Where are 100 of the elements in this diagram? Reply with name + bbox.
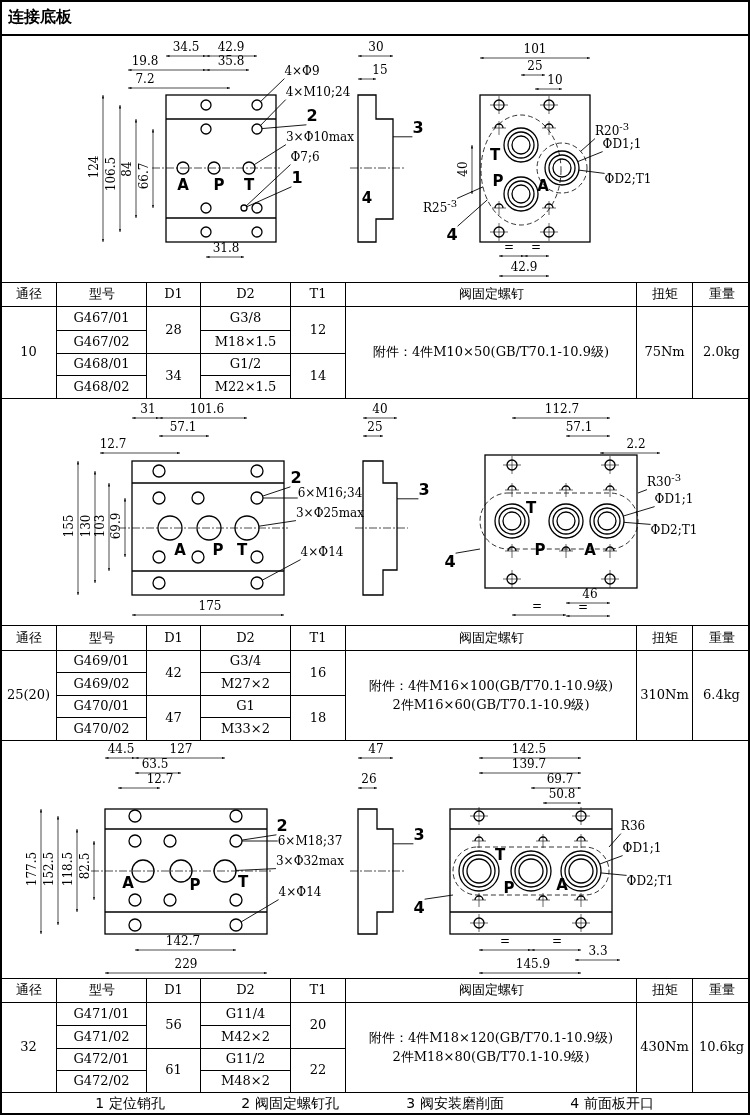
leader-line	[235, 868, 277, 871]
port-letter: P	[503, 879, 515, 897]
leader-line	[457, 199, 488, 227]
leader-line	[455, 548, 481, 554]
key-entry: 1 定位销孔	[95, 1096, 165, 1112]
port-letter: A	[122, 874, 134, 892]
port-letter: A	[584, 541, 596, 559]
leader-line	[396, 498, 419, 500]
key-entry: 4 前面板开口	[570, 1096, 654, 1112]
dimension-value: 229	[174, 958, 198, 972]
dimension-value: 124	[88, 155, 102, 179]
dimension-value: =	[577, 601, 589, 615]
spec-note: ΦD1;1	[654, 493, 694, 507]
dimension-value: 101	[523, 43, 547, 57]
leader-line	[240, 899, 280, 923]
leader-line	[392, 136, 413, 138]
port-letter: T	[243, 176, 255, 194]
spec-note: 4×M10;24	[285, 86, 351, 100]
spec-note: ΦD2;T1	[650, 524, 698, 538]
callout-number: 2	[276, 817, 288, 835]
port-letter: P	[492, 172, 504, 190]
spec-note: R25$^{-3}$	[422, 198, 458, 216]
spec-note: ΦD2;T1	[604, 173, 652, 187]
side-profile	[362, 460, 398, 596]
spec-note: R36	[620, 820, 646, 834]
leader-line	[258, 520, 297, 527]
threaded-hole	[229, 834, 243, 848]
dimension-value: 175	[198, 600, 222, 614]
dimension-value: 44.5	[107, 743, 135, 757]
callout-number: 2	[306, 107, 318, 125]
dimension-value: 130	[80, 514, 94, 538]
leader-line	[261, 559, 302, 581]
port-letter: P	[212, 541, 224, 559]
opening-outline	[480, 114, 562, 226]
leader-line	[577, 151, 604, 163]
dimension-value: 2.2	[626, 438, 646, 452]
dimension-value: 15	[372, 64, 388, 78]
spec-note: 6×M16;34	[297, 487, 363, 501]
port-letter: P	[534, 541, 546, 559]
dimension-value: 84	[121, 161, 135, 177]
dimension-value: 142.5	[511, 743, 547, 757]
opening-outline	[452, 846, 610, 896]
dimension-value: 35.8	[217, 55, 245, 69]
mounting-hole	[250, 576, 264, 590]
dimension-value: =	[499, 935, 511, 949]
dimension-value: 26	[361, 773, 377, 787]
port-letter: T	[489, 146, 501, 164]
port-hole	[234, 515, 260, 541]
callout-number: 3	[413, 826, 425, 844]
mounting-hole	[229, 918, 243, 932]
title: 连接底板	[8, 8, 72, 26]
side-profile	[357, 808, 394, 935]
leader-line	[456, 186, 484, 199]
port-letter: T	[494, 846, 506, 864]
dimension-value: 177.5	[26, 851, 40, 887]
port-letter: P	[189, 876, 201, 894]
dimension-value: 101.6	[189, 403, 225, 417]
callout-number: 4	[413, 899, 425, 917]
spec-note: ΦD1;1	[602, 138, 642, 152]
port-hole	[242, 161, 256, 175]
leader-line	[245, 164, 291, 207]
port-letter: A	[174, 541, 186, 559]
dimension-value: 63.5	[141, 758, 169, 772]
dimension-value: 47	[368, 743, 384, 757]
port-ring	[589, 503, 625, 539]
leader-line	[392, 843, 414, 845]
threaded-hole	[250, 491, 264, 505]
pin-hole	[240, 204, 248, 212]
leader-line	[600, 872, 628, 876]
port-letter: A	[177, 176, 189, 194]
dimension-value: 10	[547, 74, 563, 88]
dimension-value: =	[530, 241, 542, 255]
leader-line	[580, 138, 596, 152]
port-letter: T	[525, 499, 537, 517]
key-entry: 3 阀安装磨削面	[406, 1096, 504, 1112]
dimension-value: 19.8	[131, 55, 159, 69]
spec-note: R30$^{-3}$	[646, 472, 682, 490]
leader-line	[241, 840, 279, 842]
dimension-value: 3.3	[588, 945, 608, 959]
port-letter: A	[537, 177, 549, 195]
port-letter: A	[556, 876, 568, 894]
dimension-value: 106.5	[105, 156, 119, 192]
mounting-hole	[251, 99, 263, 111]
port-letter: T	[237, 873, 249, 891]
dimension-value: 40	[372, 403, 388, 417]
leader-line	[608, 833, 622, 848]
callout-number: 4	[444, 553, 456, 571]
leader-line	[261, 124, 307, 130]
dimension-value: 69.7	[546, 773, 574, 787]
dimension-value: 139.7	[511, 758, 547, 772]
callout-number: 4	[446, 226, 458, 244]
recess-outline	[536, 142, 588, 194]
dimension-value: 31.8	[212, 242, 240, 256]
dimension-value: 118.5	[62, 851, 76, 887]
leader-line	[260, 99, 287, 126]
callout-number: 3	[418, 481, 430, 499]
part-number: 4	[361, 189, 373, 207]
dimension-value: 57.1	[169, 421, 197, 435]
spec-note: ΦD2;T1	[626, 875, 674, 889]
spec-note: R20$^{-3}$	[594, 121, 630, 139]
